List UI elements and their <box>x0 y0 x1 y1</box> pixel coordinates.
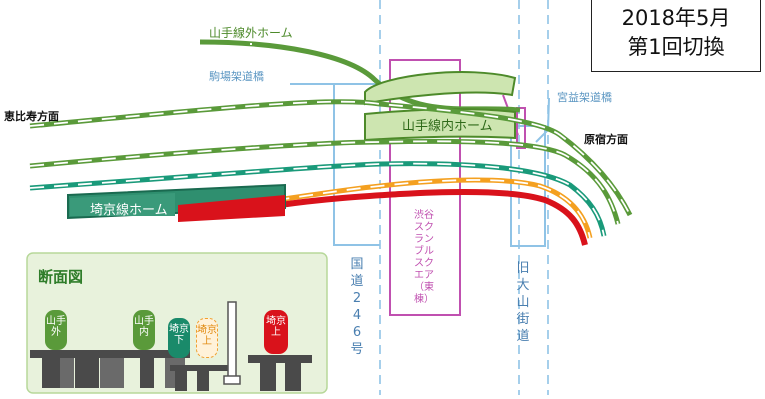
cross-section-title: 断面図 <box>38 268 84 286</box>
label-komaba-bridge: 駒場架道橋 <box>209 70 264 83</box>
date-line-1: 2018年5月 <box>621 6 731 30</box>
saikyo-down-track <box>29 161 607 237</box>
direction-ebisu: 恵比寿方面 <box>4 110 59 123</box>
saikyo-new-platform-section <box>178 195 285 222</box>
building-marker <box>516 107 526 149</box>
direction-harajuku: 原宿方面 <box>584 133 628 146</box>
yamanote-outer-platform <box>364 71 517 106</box>
label-saikyo-platform: 埼京線ホーム <box>90 203 168 218</box>
cs-track-yamanote-inner: 山手内 <box>133 310 155 350</box>
scramble-square-outline <box>389 59 461 316</box>
label-oyama-road: 旧大山街道 <box>516 261 530 344</box>
saikyo-up-new-track <box>279 189 588 246</box>
cross-section-structure <box>30 350 312 391</box>
yamanote-main-tracks <box>29 99 633 225</box>
cross-section-column <box>223 301 241 385</box>
label-miyamasu-bridge: 宮益架道橋 <box>557 91 612 104</box>
label-yamanote-outer: 山手線外ホーム <box>209 26 293 40</box>
label-route-246: 国道246号 <box>350 257 364 357</box>
label-scramble-square: 渋谷スクランブルスクエア（東棟） <box>414 210 434 305</box>
cs-track-saikyo-up-new: 埼京上 <box>264 310 288 354</box>
date-line-2: 第1回切換 <box>627 35 725 59</box>
date-box: 2018年5月 第1回切換 <box>591 0 761 72</box>
cs-track-saikyo-down: 埼京下 <box>168 318 190 358</box>
cs-track-saikyo-up-old: 埼京上 <box>196 318 218 358</box>
label-yamanote-inner: 山手線内ホーム <box>402 119 493 134</box>
cs-track-yamanote-outer: 山手外 <box>45 310 67 350</box>
